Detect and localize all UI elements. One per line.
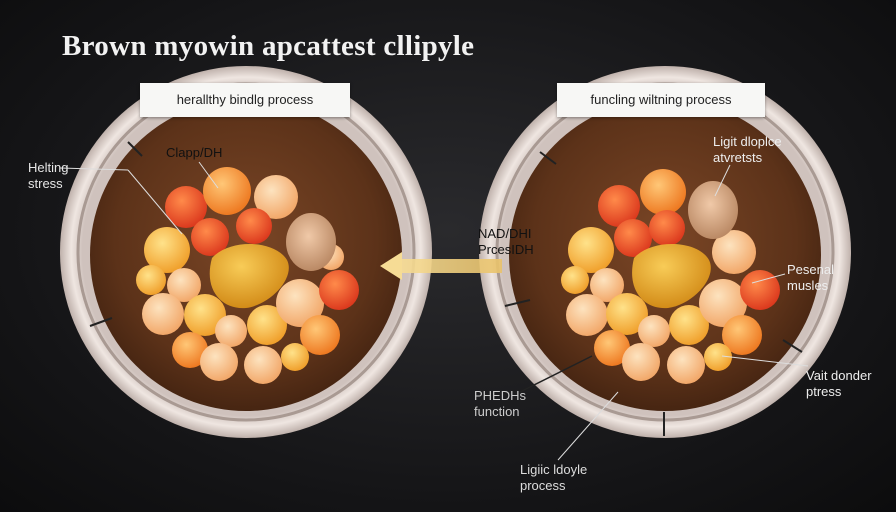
left-cell <box>59 66 432 438</box>
label-lipid-droplet-activates: Ligit dloplce atvretsts <box>713 134 782 165</box>
label-clapp-dh: Clapp/DH <box>166 145 223 160</box>
right-cell-header: funcling wiltning process <box>557 83 765 117</box>
left-nucleus <box>209 243 289 309</box>
label-vait-donder-ptress: Vait donder ptress <box>806 368 872 399</box>
left-mitochondrion <box>286 213 336 271</box>
left-lipid-droplets <box>136 167 359 384</box>
left-cell-header: herallthy bindlg process <box>140 83 350 117</box>
label-nad-dhi: NAD/DHI PrcesIDH <box>478 226 534 257</box>
label-personal-muscles: Pesenal musles <box>787 262 834 293</box>
right-nucleus <box>632 243 711 309</box>
right-cell <box>479 66 851 461</box>
label-lipid-ldoyle-process: Ligiic ldoyle process <box>520 462 588 493</box>
label-heating-stress: Helting stress <box>28 160 69 191</box>
label-phedhs-function: PHEDHs function <box>474 388 527 419</box>
right-lipid-droplets <box>561 169 780 384</box>
right-mitochondrion <box>688 181 738 239</box>
center-arrow <box>380 252 502 280</box>
diagram-title: Brown myowin apcattest cllipyle <box>62 30 475 62</box>
